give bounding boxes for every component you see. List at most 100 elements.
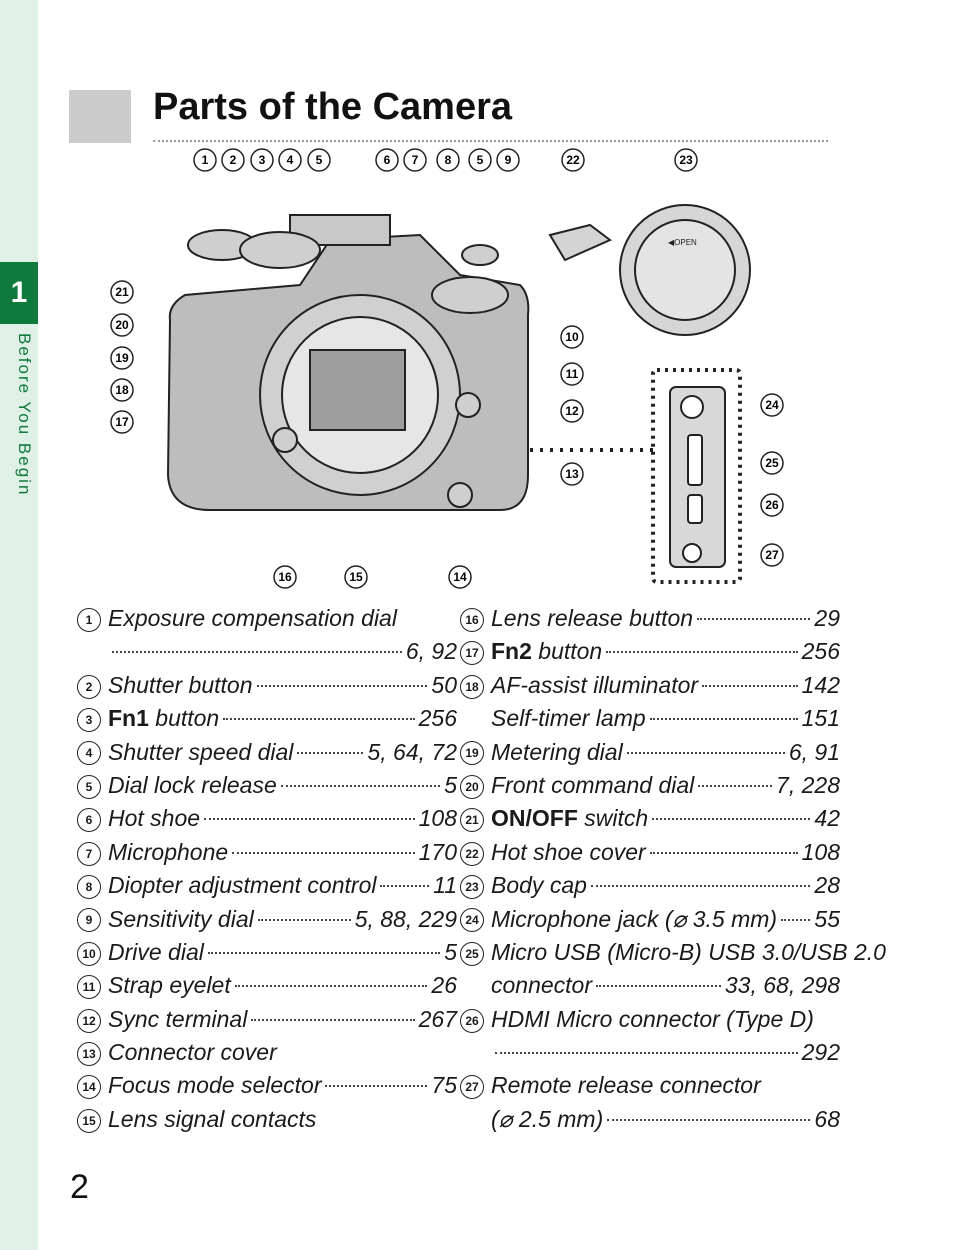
part-label-text: Sync terminal [108,1005,248,1032]
part-label-bold: ON/OFF [491,805,578,832]
page-reference: 256 [418,705,457,732]
part-label-text: Self-timer lamp [491,705,646,732]
page-reference: 108 [801,838,840,865]
page-reference: 292 [801,1039,840,1066]
part-label-text: Lens release button [491,605,694,631]
body-cap-open-label: ◀OPEN [668,238,697,247]
part-label-text: Shutter button [108,671,253,698]
callout-number: 25 [765,456,779,470]
leader-dots [649,718,798,721]
part-label: Remote release connector [491,1069,761,1102]
callout-marker: 6 [375,148,399,172]
part-label-text: Microphone jack (⌀ 3.5 mm) [491,905,778,932]
part-label-text: Diopter adjustment control [108,872,377,899]
part-label-text: button [148,705,220,732]
part-label: Focus mode selector [108,1069,321,1102]
leader-dots [697,618,811,620]
part-label-text: Drive dial [108,938,204,965]
callout-number: 11 [566,367,579,381]
part-label: Shutter speed dial [108,736,293,769]
part-label: Microphone jack (⌀ 3.5 mm) [491,903,777,936]
callout-number: 23 [679,153,693,167]
camera-body-illustration [166,214,530,511]
callout-number: 14 [453,570,467,584]
callout-marker: 16 [273,565,297,589]
page-reference: 267 [418,1005,457,1032]
callout-marker: 8 [436,148,460,172]
callout-marker: 15 [344,565,368,589]
leader-dots [112,651,402,654]
part-entry-line: (⌀ 2.5 mm)68 [460,1103,840,1136]
part-label: connector [491,969,592,1002]
page-reference: 6, 91 [788,738,840,765]
leader-dots [652,818,811,821]
callout-number: 5 [477,153,484,167]
part-label: Diopter adjustment control [108,869,376,902]
title-marker-box [69,90,131,143]
leader-dots [702,684,798,687]
callout-marker: 13 [560,462,584,486]
part-label: Strap eyelet [108,969,231,1002]
part-label: Drive dial [108,936,204,969]
part-label-text: Micro USB (Micro-B) USB 3.0/USB 2.0 [491,938,886,965]
part-label-text: Focus mode selector [108,1072,322,1099]
callout-number: 15 [349,570,363,584]
part-number: 14 [77,1075,101,1100]
part-label-text: Dial lock release [108,771,277,798]
callout-marker: 23 [674,148,698,172]
callout-number: 2 [230,153,237,167]
leader-dots [256,684,428,687]
callout-number: 26 [765,498,779,512]
part-label-text: connector [491,972,593,999]
part-number: 1 [77,607,101,632]
part-label-text: AF-assist illuminator [491,671,699,698]
part-number: 11 [77,975,101,1000]
page-reference: 5, 88, 229 [354,905,457,932]
hot-shoe-cover-illustration [548,223,612,262]
leader-dots [280,784,441,787]
part-number: 19 [460,741,484,766]
part-label: HDMI Micro connector (Type D) [491,1003,814,1036]
part-label-text: Shutter speed dial [108,738,294,765]
part-number: 24 [460,908,484,933]
callout-number: 6 [384,153,391,167]
callout-number: 5 [316,153,323,167]
part-label: Exposure compensation dial [108,602,397,635]
leader-dots [325,1085,428,1088]
callout-marker: 11 [560,362,584,386]
part-number: 23 [460,875,484,900]
leader-dots [596,985,721,988]
callout-marker: 9 [496,148,520,172]
part-label: Dial lock release [108,769,277,802]
part-number: 17 [460,641,484,666]
callout-marker: 20 [110,313,134,337]
page-reference: 108 [418,805,457,832]
callout-marker: 22 [561,148,585,172]
callout-marker: 1 [193,148,217,172]
connector-panel-illustration [530,368,742,584]
part-label: Connector cover [108,1036,277,1069]
leader-dots [232,851,415,854]
leader-dots [626,751,785,754]
part-label: Hot shoe [108,802,200,835]
part-number: 20 [460,774,484,799]
callout-number: 21 [115,285,129,299]
